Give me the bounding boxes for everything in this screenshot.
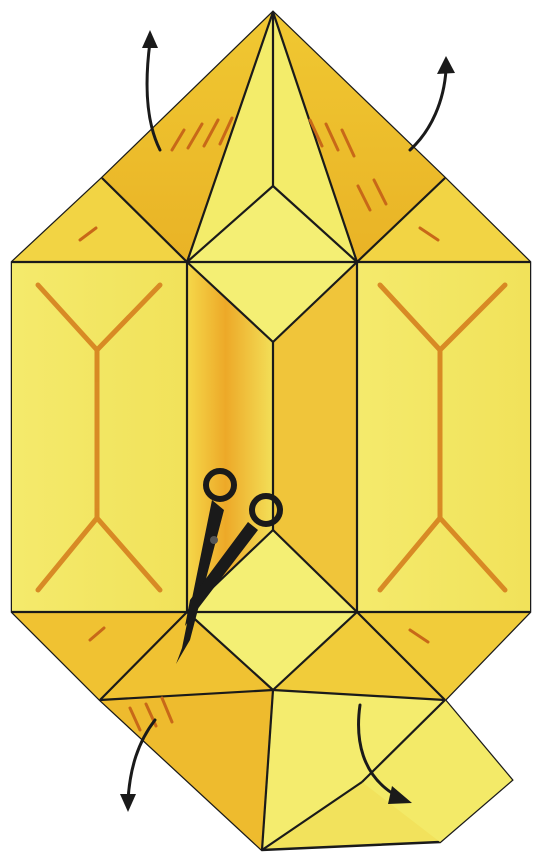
right-panel [357, 262, 530, 612]
fold-arrow-icon [410, 56, 455, 150]
bottom-left-lower [100, 690, 273, 850]
